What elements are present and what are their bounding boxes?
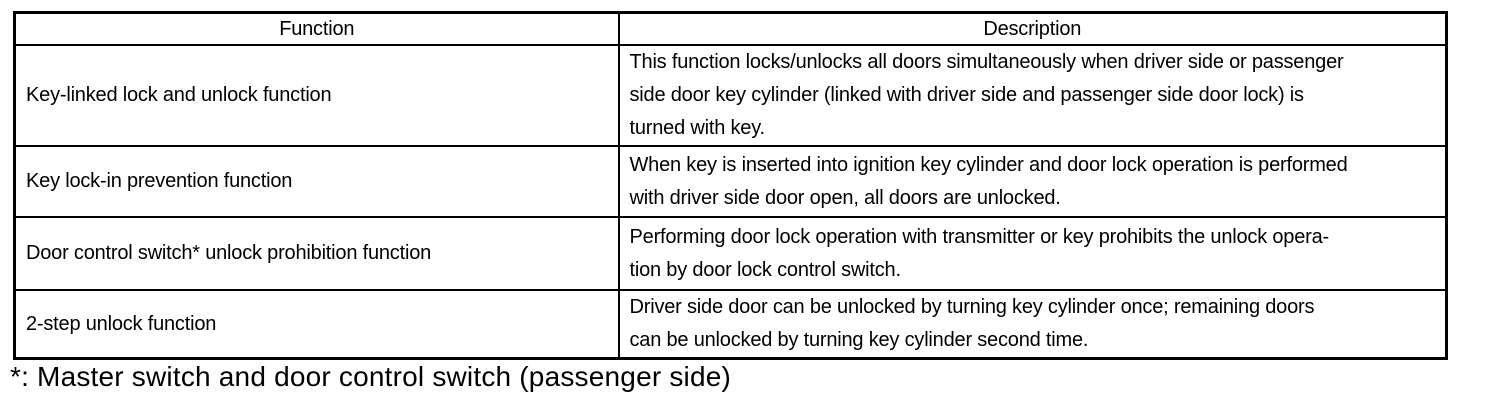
function-description-table: Function Description Key-linked lock and… (13, 11, 1448, 360)
table-row: Key lock-in prevention function When key… (13, 145, 1448, 218)
table-header-row: Function Description (13, 11, 1448, 46)
description-cell: When key is inserted into ignition key c… (617, 145, 1448, 218)
function-cell: Door control switch* unlock prohibition … (13, 216, 620, 291)
table-row: Key-linked lock and unlock function This… (13, 44, 1448, 147)
description-cell: This function locks/unlocks all doors si… (617, 44, 1448, 147)
column-header-function: Function (13, 11, 620, 46)
table-row: 2-step unlock function Driver side door … (13, 289, 1448, 360)
table-row: Door control switch* unlock prohibition … (13, 216, 1448, 291)
function-cell: Key-linked lock and unlock function (13, 44, 620, 147)
function-cell: Key lock-in prevention function (13, 145, 620, 218)
description-cell: Performing door lock operation with tran… (617, 216, 1448, 291)
column-header-description: Description (617, 11, 1448, 46)
function-cell: 2-step unlock function (13, 289, 620, 360)
asterisk-footnote: *: Master switch and door control switch… (10, 361, 732, 392)
description-cell: Driver side door can be unlocked by turn… (617, 289, 1448, 360)
